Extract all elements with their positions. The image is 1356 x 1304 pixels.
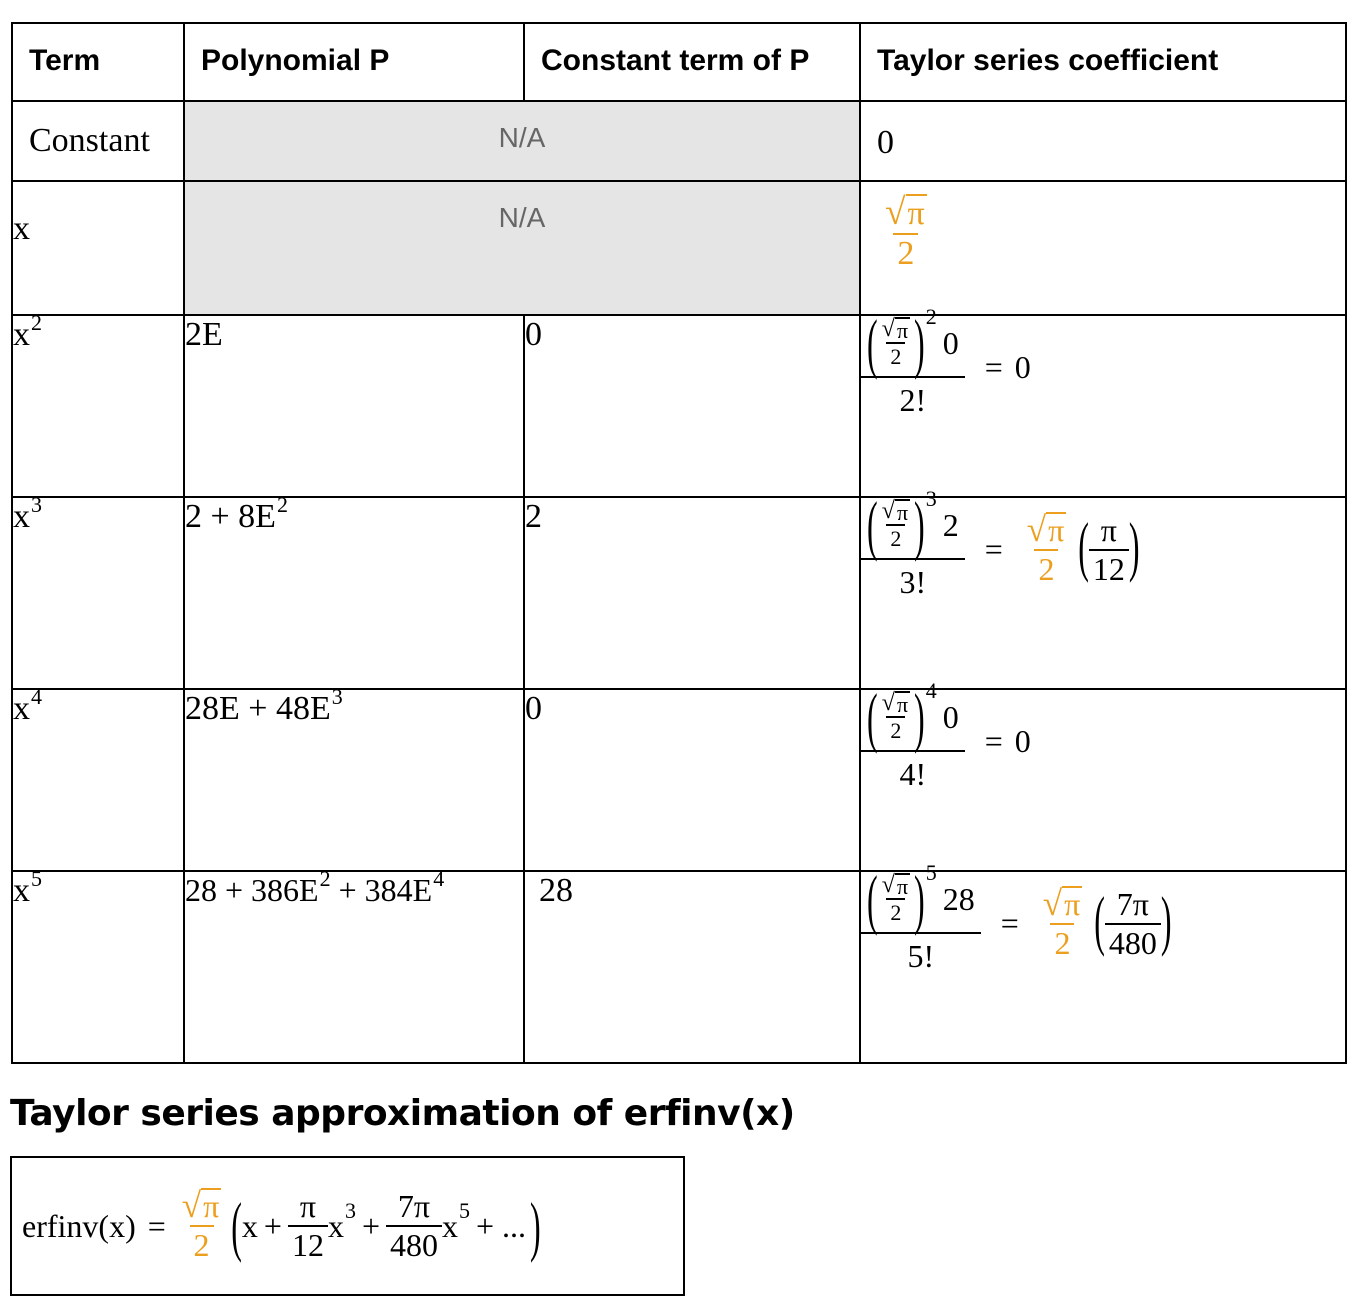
- constant-term-cell: 0: [523, 688, 861, 872]
- table-row: Constant N/A 0: [11, 100, 1347, 182]
- constant-term-cell: 28: [523, 870, 861, 1064]
- polynomial-cell: 2 + 8E2: [183, 492, 525, 690]
- polynomial-cell: 28 + 386E2 + 384E4: [183, 866, 525, 1064]
- term-cell: x4: [11, 684, 185, 872]
- term-cell: x3: [11, 492, 185, 690]
- term-label: x: [13, 210, 30, 247]
- coefficient-cell: √π 2: [859, 180, 1347, 316]
- formula-lhs: erfinv(x): [22, 1207, 136, 1244]
- header-term: Term: [11, 22, 185, 102]
- term-cell: x5: [11, 866, 185, 1064]
- coefficient-cell: 0: [859, 100, 1347, 182]
- constant-term-cell: 0: [523, 314, 861, 498]
- header-row: Term Polynomial P Constant term of P Tay…: [11, 22, 1347, 102]
- coefficient-value: 0: [877, 124, 894, 161]
- header-taylor-coefficient: Taylor series coefficient: [859, 22, 1347, 102]
- sqrt-pi-over-two: √π 2: [1026, 509, 1067, 587]
- term-cell: x2: [11, 310, 185, 498]
- header-polynomial: Polynomial P: [183, 22, 525, 102]
- na-cell: N/A: [183, 180, 861, 316]
- header-constant-term: Constant term of P: [523, 22, 861, 102]
- term-cell: Constant: [11, 100, 185, 182]
- table-row: x N/A √π 2: [11, 180, 1347, 316]
- sqrt-pi-over-two: √π 2: [1042, 883, 1083, 961]
- polynomial-cell: 28E + 48E3: [183, 684, 525, 872]
- na-cell: N/A: [183, 100, 861, 182]
- sqrt-pi-over-two: √π 2: [181, 1186, 222, 1263]
- taylor-coefficients-table: Term Polynomial P Constant term of P Tay…: [11, 22, 1347, 1064]
- term-label: Constant: [29, 122, 150, 159]
- sqrt-pi-over-two: √π 2: [885, 192, 927, 272]
- polynomial-cell: 2E: [183, 314, 525, 498]
- section-title: Taylor series approximation of erfinv(x): [10, 1093, 795, 1134]
- term-cell: x: [11, 180, 185, 316]
- constant-term-cell: 2: [523, 496, 861, 690]
